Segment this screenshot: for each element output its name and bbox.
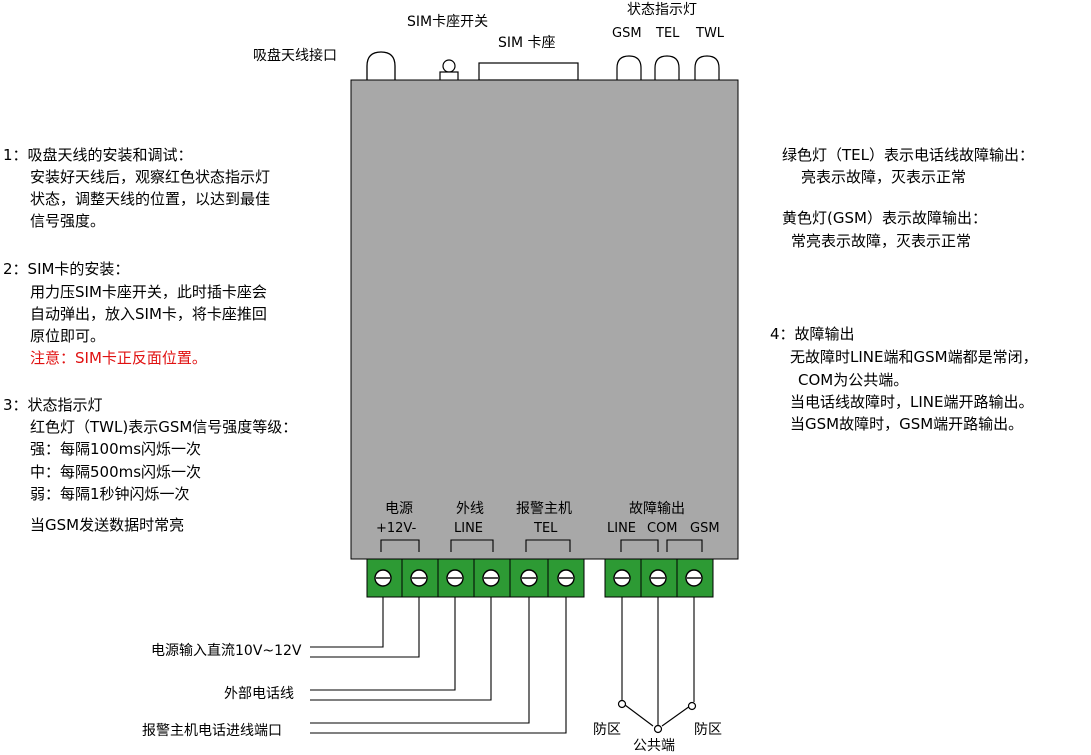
note-4-line-2: COM为公共端。 [798, 371, 909, 389]
external-line-label: 外部电话线 [224, 686, 294, 702]
antenna-port-label: 吸盘天线接口 [253, 48, 337, 64]
fault-output-label: 故障输出 [629, 501, 685, 517]
common-terminal-label: 公共端 [633, 738, 675, 754]
zone-right-label: 防区 [694, 722, 722, 738]
green-light-desc: 亮表示故障，灭表示正常 [801, 168, 967, 186]
note-3-line-2: 强：每隔100ms闪烁一次 [30, 440, 202, 458]
line-label: 外线 [456, 501, 484, 517]
alarm-label: 报警主机 [516, 501, 572, 517]
power-sub-label: +12V- [376, 521, 417, 536]
note-3-title: 3：状态指示灯 [3, 396, 103, 414]
sim-slot-label: SIM 卡座 [498, 35, 556, 51]
note-3-line-1: 红色灯（TWL)表示GSM信号强度等级： [30, 418, 298, 436]
note-3-line-3: 中：每隔500ms闪烁一次 [30, 463, 202, 481]
sim-switch-label: SIM卡座开关 [407, 14, 489, 30]
note-4-line-4: 当GSM故障时，GSM端开路输出。 [790, 415, 1024, 433]
note-4-title: 4：故障输出 [770, 325, 855, 343]
note-4-line-3: 当电话线故障时，LINE端开路输出。 [790, 393, 1034, 411]
wiring [310, 597, 695, 734]
alarm-port-label: 报警主机电话进线端口 [142, 723, 282, 739]
led-twl-label: TWL [696, 26, 725, 41]
note-2-line-1: 用力压SIM卡座开关，此时插卡座会 [30, 283, 267, 301]
led-twl [694, 55, 720, 80]
note-1-line-1: 安装好天线后，观察红色状态指示灯 [30, 168, 271, 186]
device-body [350, 79, 739, 560]
fault-line-label: LINE [607, 521, 637, 536]
led-gsm [616, 55, 642, 80]
fault-com-label: COM [647, 521, 678, 536]
terminal-screws [374, 569, 703, 587]
terminal-block-left [366, 558, 585, 598]
note-3-line-4: 弱：每隔1秒钟闪烁一次 [30, 485, 190, 503]
led-tel [654, 55, 680, 80]
switch-contacts [617, 699, 697, 734]
note-2-line-2: 自动弹出，放入SIM卡，将卡座推回 [30, 305, 267, 323]
note-1-line-3: 信号强度。 [30, 212, 106, 230]
green-light-title: 绿色灯（TEL）表示电话线故障输出： [782, 146, 1034, 164]
zone-left-label: 防区 [593, 722, 621, 738]
note-1-title: 1：吸盘天线的安装和调试： [3, 146, 193, 164]
sim-switch-knob [442, 59, 456, 73]
antenna-connector [366, 51, 396, 80]
note-2-line-3: 原位即可。 [30, 327, 106, 345]
power-label: 电源 [385, 501, 413, 517]
led-tel-label: TEL [656, 26, 680, 41]
note-2-warning: 注意：SIM卡正反面位置。 [30, 349, 207, 367]
line-sub-label: LINE [454, 521, 484, 536]
note-2-title: 2：SIM卡的安装： [3, 260, 130, 278]
note-3-line-5: 当GSM发送数据时常亮 [30, 516, 185, 534]
note-4-line-1: 无故障时LINE端和GSM端都是常闭， [790, 348, 1038, 366]
note-1-line-2: 状态，调整天线的位置，以达到最佳 [30, 190, 271, 208]
led-gsm-label: GSM [612, 26, 642, 41]
fault-gsm-label: GSM [690, 521, 720, 536]
yellow-light-title: 黄色灯(GSM）表示故障输出： [782, 209, 987, 227]
terminal-brackets [380, 539, 703, 552]
sim-card-slot [478, 62, 579, 81]
yellow-light-desc: 常亮表示故障，灭表示正常 [791, 232, 972, 250]
power-input-label: 电源输入直流10V~12V [151, 643, 302, 659]
alarm-sub-label: TEL [534, 521, 558, 536]
status-lights-label: 状态指示灯 [627, 2, 697, 18]
